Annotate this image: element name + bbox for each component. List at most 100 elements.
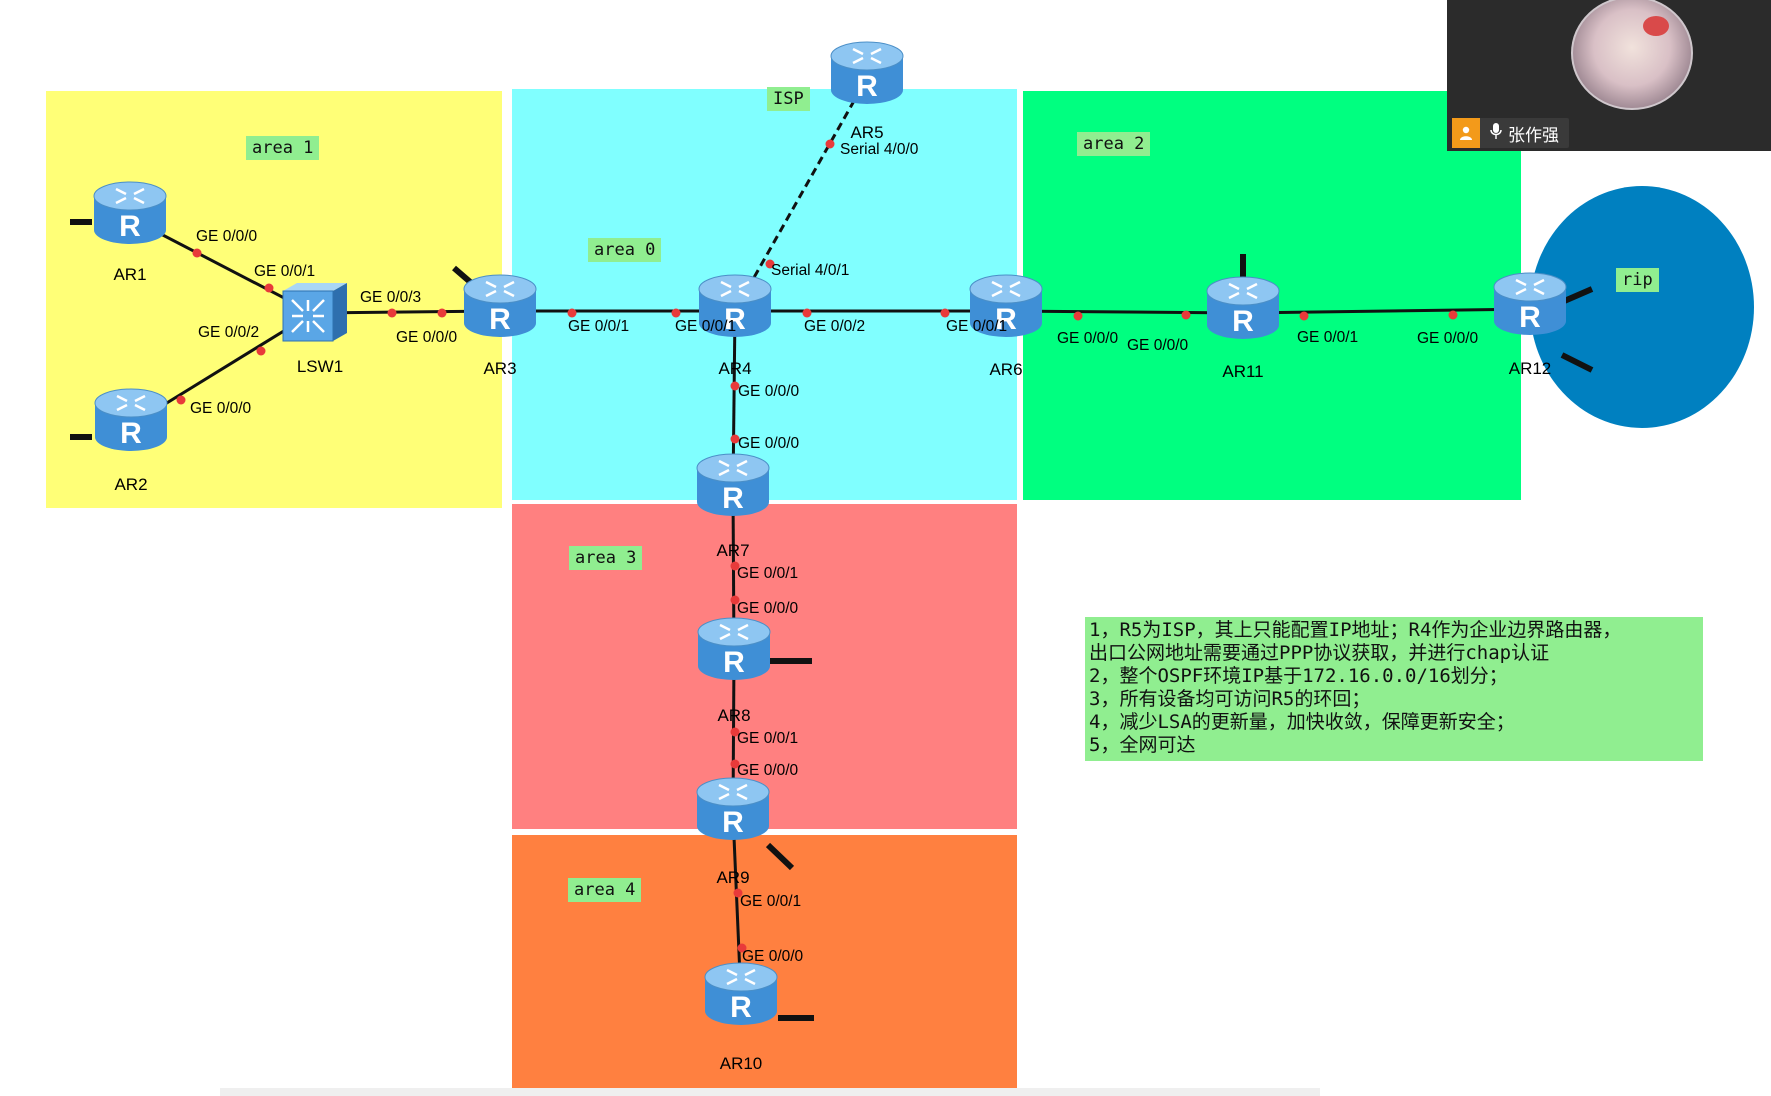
- svg-text:R: R: [119, 210, 141, 243]
- device-label-ar8: AR8: [717, 706, 750, 726]
- requirement-line: 1，R5为ISP，其上只能配置IP地址；R4作为企业边界路由器，: [1089, 619, 1699, 642]
- router-ar3-icon[interactable]: R: [464, 275, 536, 337]
- area2-tag: area 2: [1077, 132, 1150, 156]
- device-label-lsw1: LSW1: [297, 357, 343, 377]
- svg-text:R: R: [722, 482, 744, 515]
- requirement-line: 4，减少LSA的更新量，加快收敛，保障更新安全；: [1089, 711, 1699, 734]
- router-ar12-icon[interactable]: R: [1494, 273, 1566, 335]
- device-label-ar7: AR7: [716, 541, 749, 561]
- area0-tag: area 0: [588, 238, 661, 262]
- port-dot: [1074, 312, 1083, 321]
- speaker-bar: 张作强: [1452, 118, 1569, 148]
- router-ar10-icon[interactable]: R: [705, 963, 777, 1025]
- area3-tag: area 3: [569, 546, 642, 570]
- port-ar9-ge001: GE 0/0/1: [740, 893, 801, 911]
- device-label-ar4: AR4: [718, 359, 751, 379]
- port-ar11-ge001: GE 0/0/1: [1297, 329, 1358, 347]
- port-dot: [265, 284, 274, 293]
- svg-text:R: R: [1519, 301, 1541, 334]
- port-dot: [257, 347, 266, 356]
- port-ar7-ge001: GE 0/0/1: [737, 565, 798, 583]
- port-dot: [1300, 312, 1309, 321]
- link-ar11-ar12: [1243, 309, 1530, 313]
- requirement-line: 出口公网地址需要通过PPP协议获取，并进行chap认证: [1089, 642, 1699, 665]
- isp-tag: ISP: [767, 87, 810, 111]
- device-label-ar11: AR11: [1222, 362, 1263, 382]
- port-ar8-ge000: GE 0/0/0: [737, 600, 798, 618]
- device-label-ar12: AR12: [1509, 359, 1552, 379]
- port-ar8-ge001: GE 0/0/1: [737, 730, 798, 748]
- bottom-shadow: [220, 1088, 1320, 1096]
- port-lsw1-ge002: GE 0/0/2: [198, 324, 259, 342]
- port-dot: [388, 309, 397, 318]
- interface-stub: [1562, 355, 1592, 370]
- requirement-line: 3，所有设备均可访问R5的环回；: [1089, 688, 1699, 711]
- interface-stub: [1562, 289, 1592, 302]
- port-dot: [1449, 311, 1458, 320]
- switch-lsw1-icon[interactable]: [283, 283, 347, 341]
- device-label-ar2: AR2: [114, 475, 147, 495]
- svg-text:R: R: [856, 70, 878, 103]
- svg-text:R: R: [1232, 305, 1254, 338]
- port-dot: [672, 309, 681, 318]
- requirement-line: 2，整个OSPF环境IP基于172.16.0.0/16划分；: [1089, 665, 1699, 688]
- port-ar6-ge001: GE 0/0/1: [946, 318, 1007, 336]
- rip-tag: rip: [1616, 268, 1659, 292]
- port-dot: [438, 309, 447, 318]
- device-label-ar1: AR1: [113, 265, 146, 285]
- port-dot: [803, 309, 812, 318]
- router-ar5-icon[interactable]: R: [831, 42, 903, 104]
- router-ar11-icon[interactable]: R: [1207, 277, 1279, 339]
- speaker-name: 张作强: [1508, 121, 1559, 146]
- router-ar1-icon[interactable]: R: [94, 182, 166, 244]
- svg-text:R: R: [730, 991, 752, 1024]
- svg-text:R: R: [723, 646, 745, 679]
- router-ar2-icon[interactable]: R: [95, 389, 167, 451]
- port-ar7-ge000: GE 0/0/0: [738, 435, 799, 453]
- interface-stub: [768, 845, 792, 868]
- port-ar5-serial400: Serial 4/0/0: [840, 141, 918, 159]
- port-dot: [1182, 311, 1191, 320]
- port-lsw1-ge003: GE 0/0/3: [360, 289, 421, 307]
- port-ar9-ge000: GE 0/0/0: [737, 762, 798, 780]
- router-ar8-icon[interactable]: R: [698, 618, 770, 680]
- port-ar3-ge000: GE 0/0/0: [396, 329, 457, 347]
- port-ar1-ge000: GE 0/0/0: [196, 228, 257, 246]
- svg-text:R: R: [722, 806, 744, 839]
- svg-text:R: R: [489, 303, 511, 336]
- port-ar4-ge001: GE 0/0/1: [675, 318, 736, 336]
- port-lsw1-ge001: GE 0/0/1: [254, 263, 315, 281]
- area1-tag: area 1: [246, 136, 319, 160]
- device-label-ar6: AR6: [989, 360, 1022, 380]
- requirement-line: 5，全网可达: [1089, 734, 1699, 757]
- video-overlay[interactable]: 张作强: [1447, 0, 1771, 151]
- router-ar9-icon[interactable]: R: [697, 778, 769, 840]
- port-dot: [568, 309, 577, 318]
- port-ar4-ge000: GE 0/0/0: [738, 383, 799, 401]
- port-dot: [177, 396, 186, 405]
- port-dot: [941, 309, 950, 318]
- device-label-ar5: AR5: [850, 123, 883, 143]
- device-label-ar9: AR9: [716, 868, 749, 888]
- port-ar11-ge000: GE 0/0/0: [1127, 337, 1188, 355]
- port-dot: [826, 140, 835, 149]
- port-ar4-ge002: GE 0/0/2: [804, 318, 865, 336]
- port-ar4-serial401: Serial 4/0/1: [771, 262, 849, 280]
- port-ar6-ge000: GE 0/0/0: [1057, 330, 1118, 348]
- avatar: [1571, 0, 1693, 110]
- router-ar7-icon[interactable]: R: [697, 454, 769, 516]
- port-ar12-ge000: GE 0/0/0: [1417, 330, 1478, 348]
- port-ar3-ge001: GE 0/0/1: [568, 318, 629, 336]
- svg-text:R: R: [120, 417, 142, 450]
- area4-tag: area 4: [568, 878, 641, 902]
- microphone-icon[interactable]: [1490, 122, 1502, 145]
- requirements-note: 1，R5为ISP，其上只能配置IP地址；R4作为企业边界路由器， 出口公网地址需…: [1085, 617, 1703, 761]
- port-ar10-ge000: GE 0/0/0: [742, 948, 803, 966]
- port-ar2-ge000: GE 0/0/0: [190, 400, 251, 418]
- user-icon: [1452, 118, 1480, 148]
- device-label-ar10: AR10: [720, 1054, 763, 1074]
- device-label-ar3: AR3: [483, 359, 516, 379]
- port-dot: [193, 249, 202, 258]
